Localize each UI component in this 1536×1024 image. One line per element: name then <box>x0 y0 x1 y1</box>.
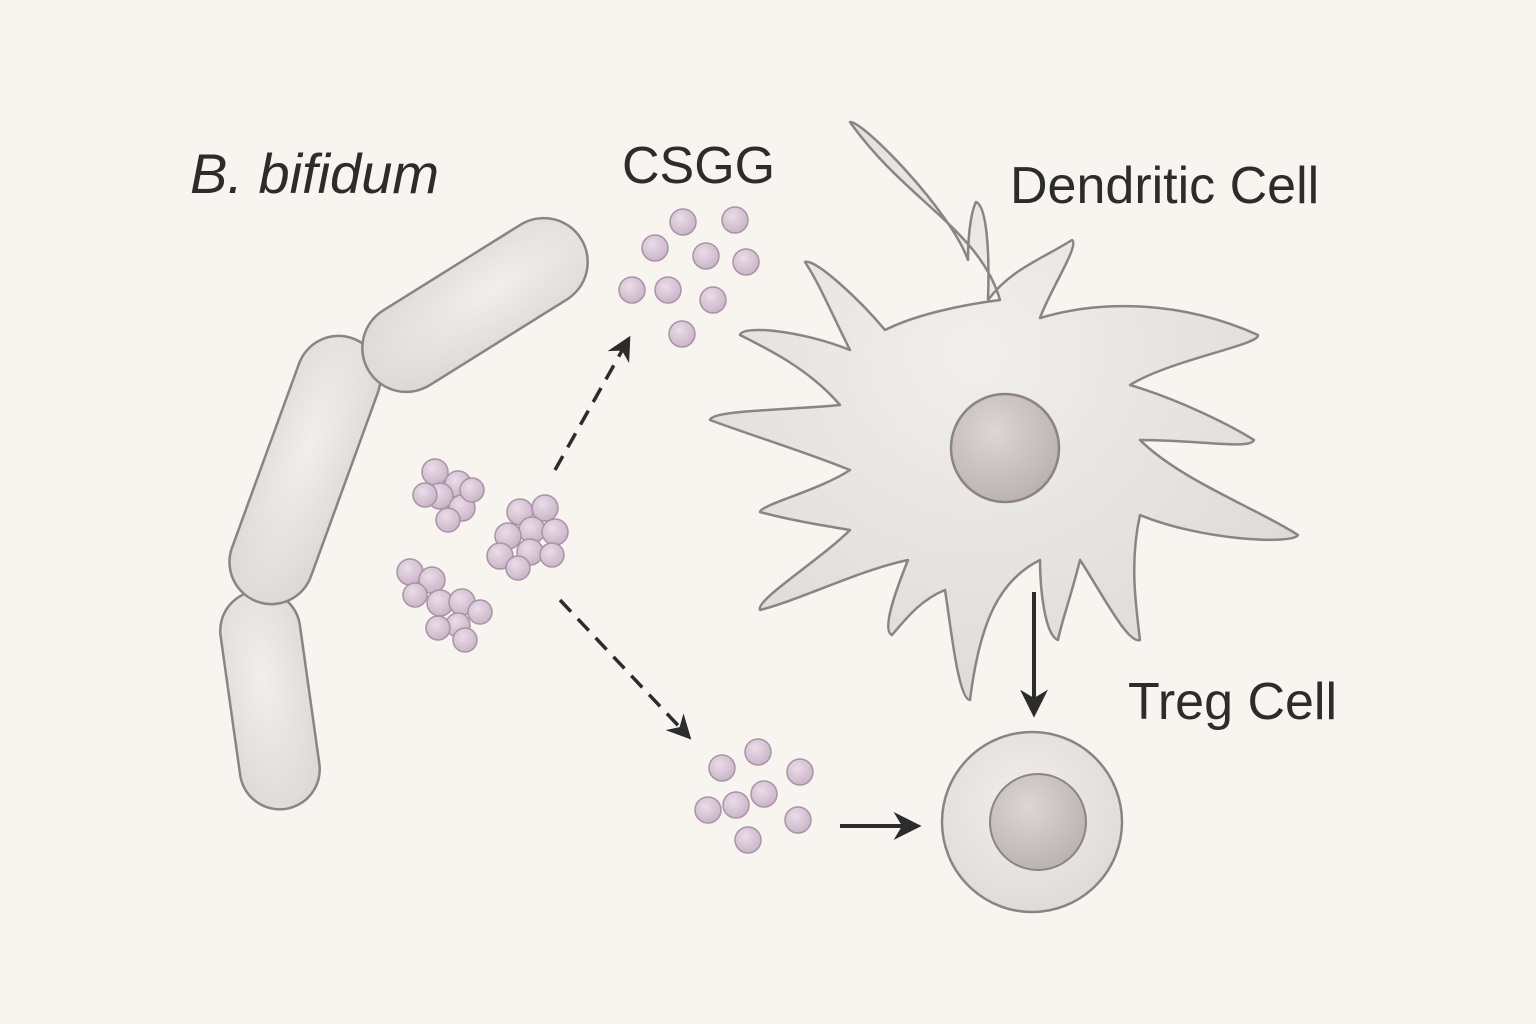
dendritic-cell-nucleus <box>949 392 1061 504</box>
bacterium-label: B. bifidum <box>190 142 439 205</box>
dendritic-cell-icon <box>708 120 1300 702</box>
bacterium-segment <box>228 334 382 606</box>
dashed-arrow-to-particles <box>558 598 692 740</box>
dendritic-cell-label: Dendritic Cell <box>1010 157 1320 215</box>
bacterium-segment <box>219 589 321 811</box>
treg-cell-icon <box>940 730 1124 914</box>
bacterium-icon <box>219 216 589 811</box>
particle-cluster-csgg <box>618 206 760 348</box>
particle-cluster-bottom <box>694 738 814 854</box>
treg-cell-label: Treg Cell <box>1128 673 1338 731</box>
treg-cell-nucleus <box>989 773 1087 871</box>
particle-cluster-left <box>396 458 569 653</box>
csgg-label: CSGG <box>622 137 776 195</box>
dashed-arrow-to-csgg <box>553 335 631 471</box>
bacterium-segment <box>361 216 589 394</box>
